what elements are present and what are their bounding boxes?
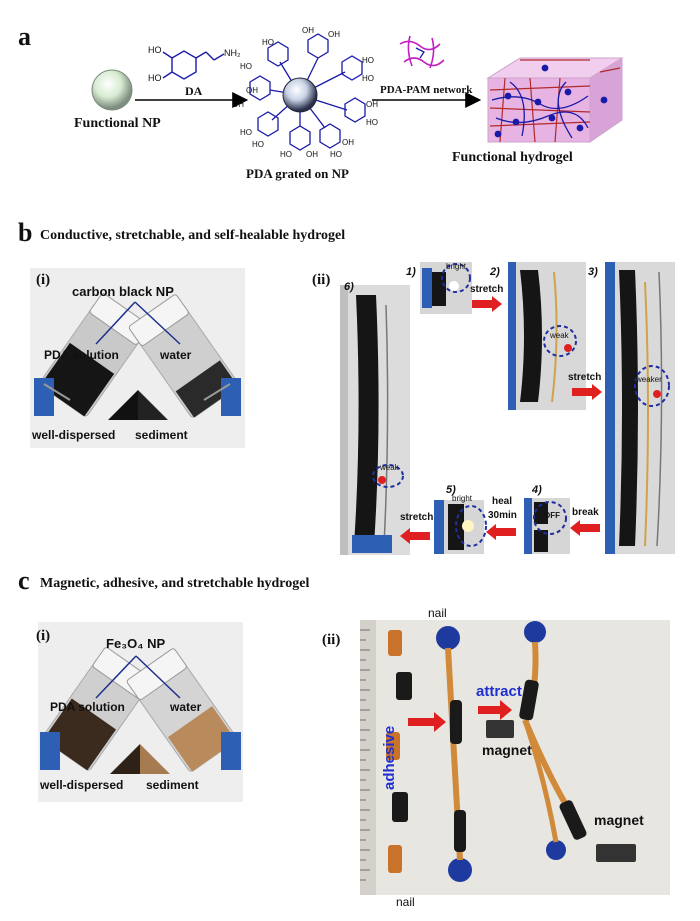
pda-grafted-np — [249, 33, 366, 151]
magnetic-adhesive-photo — [360, 620, 670, 895]
step-2-photo — [508, 262, 586, 410]
step-5-label: 5) — [446, 484, 456, 496]
magnet-2-label: magnet — [594, 812, 644, 828]
ho-label: OH — [302, 26, 314, 35]
panel-c-title: Magnetic, adhesive, and stretchable hydr… — [40, 576, 310, 591]
step-4-off: OFF — [544, 511, 560, 520]
fe3o4-label: Fe₃O₄ NP — [106, 636, 166, 651]
step-5-bright: bright — [452, 494, 473, 503]
sediment-label: sediment — [135, 428, 188, 442]
ho-label: OH — [306, 150, 318, 159]
ho-label: HO — [252, 140, 264, 149]
step-1-photo — [420, 262, 472, 314]
stretch-2-arrow — [572, 384, 602, 400]
ho-label: OH — [342, 138, 354, 147]
stretch-3-label: stretch — [400, 512, 434, 523]
hydrogel-cube — [486, 57, 624, 143]
c-water-label: water — [170, 700, 202, 714]
step-4-photo — [524, 498, 570, 554]
step-4-label: 4) — [532, 484, 542, 496]
ho-label: HO — [362, 74, 374, 83]
carbon-black-arrows — [95, 301, 181, 345]
ho-label: HO — [240, 128, 252, 137]
step-1-label: 1) — [406, 266, 416, 278]
fe3o4-arrows — [95, 655, 181, 699]
b-ii-label: (ii) — [312, 272, 331, 288]
pda-solution-label: PDA solution — [44, 348, 119, 362]
magnet-1-label: magnet — [482, 742, 532, 758]
c-sediment-label: sediment — [146, 778, 199, 792]
ho-label: HO — [262, 38, 274, 47]
step-1-bright: bright — [446, 262, 467, 271]
attract-label: attract — [476, 683, 522, 700]
step-6-weak: weak — [380, 463, 399, 472]
well-dispersed-label: well-dispersed — [32, 428, 116, 442]
ho-label: HO — [362, 56, 374, 65]
network-label: PDA-PAM network — [380, 84, 473, 96]
heal-label: heal — [492, 496, 513, 507]
panel-c-letter: c — [18, 566, 30, 595]
panel-b-title: Conductive, stretchable, and self-healab… — [40, 228, 346, 243]
step-2-weak: weak — [550, 331, 569, 340]
ho-label: OH — [366, 100, 378, 109]
dopamine-ho-2: HO — [148, 73, 162, 83]
step-6-photo — [340, 285, 410, 555]
ho-label: HO — [330, 150, 342, 159]
adhesive-label: adhesive — [381, 725, 398, 790]
c-ii-label: (ii) — [322, 632, 341, 648]
water-label: water — [160, 348, 192, 362]
stretch-2-label: stretch — [568, 372, 602, 383]
step-6-label: 6) — [344, 281, 354, 293]
step-5-dashed-circle — [455, 505, 487, 547]
ho-label: HO — [366, 118, 378, 127]
break-arrow — [570, 520, 600, 536]
c-i-label: (i) — [36, 628, 51, 644]
ho-label: HO — [280, 150, 292, 159]
da-label: DA — [185, 84, 203, 98]
pda-grafted-label: PDA grated on NP — [246, 166, 349, 181]
step-3-photo — [605, 262, 675, 554]
ho-label: OH — [246, 86, 258, 95]
ho-label: OH — [328, 30, 340, 39]
panel-a-letter: a — [18, 22, 31, 51]
ho-label: OH — [232, 100, 244, 109]
fe3o4-vials-photo — [38, 622, 243, 802]
step-2-label: 2) — [490, 266, 500, 278]
dopamine-ho-1: HO — [148, 45, 162, 55]
stretch-1-label: stretch — [470, 284, 504, 295]
step-6-dashed-circle — [372, 464, 404, 488]
functional-np-sphere — [91, 69, 133, 111]
step-1-dashed-circle — [441, 263, 471, 293]
pam-network-icon — [399, 35, 445, 69]
carbon-black-vials-photo — [30, 268, 245, 448]
functional-np-label: Functional NP — [74, 116, 161, 131]
step-3-label: 3) — [588, 266, 598, 278]
dopamine-structure — [162, 50, 225, 80]
dopamine-nh2: NH₂ — [224, 48, 241, 58]
c-pda-solution-label: PDA solution — [50, 700, 125, 714]
break-label: break — [572, 507, 599, 518]
nail-bottom-label: nail — [396, 895, 415, 909]
step-3-dashed-circle — [634, 365, 670, 407]
carbon-black-label: carbon black NP — [72, 284, 174, 299]
functional-hydrogel-label: Functional hydrogel — [452, 150, 573, 165]
step-2-dashed-circle — [543, 325, 577, 357]
ho-label: HO — [240, 62, 252, 71]
stretch-1-arrow — [472, 296, 502, 312]
nail-top-label: nail — [428, 606, 447, 620]
step-4-dashed-circle — [533, 501, 567, 535]
c-well-dispersed-label: well-dispersed — [40, 778, 124, 792]
step-3-weaker: weaker — [636, 375, 662, 384]
b-i-label: (i) — [36, 272, 51, 288]
stretch-3-arrow — [400, 528, 430, 544]
heal-time-label: 30min — [488, 510, 517, 521]
heal-arrow — [486, 524, 516, 540]
panel-b-letter: b — [18, 218, 33, 247]
panel-a-scheme — [91, 33, 624, 151]
